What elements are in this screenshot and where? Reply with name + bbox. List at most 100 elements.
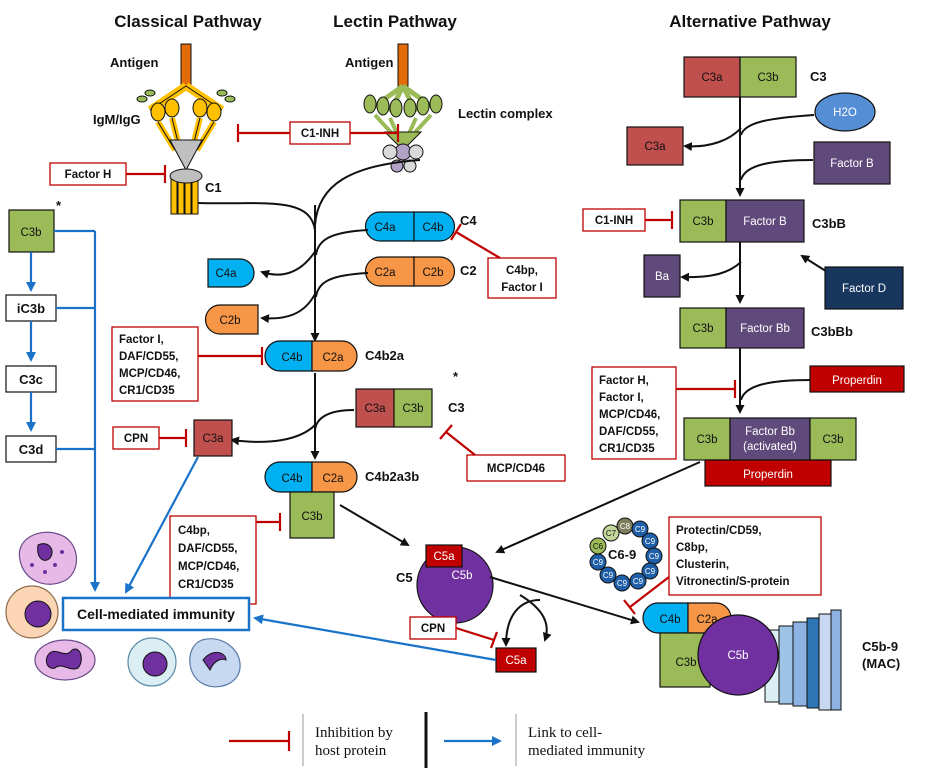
c3b-left-label: C3b: [20, 227, 41, 239]
c3-convertase-c3b-right-label: C3b: [822, 434, 843, 446]
c2-feed-curve: [315, 272, 369, 298]
c2b-released-label: C2b: [219, 315, 240, 327]
c4a-label: C4a: [374, 222, 396, 234]
c4b-label: C4b: [422, 222, 443, 234]
mcp-cd46-box: [466, 454, 566, 482]
mac-inhibitor-line4: Vitronectin/S-protein: [676, 576, 790, 588]
c4b2a-inhibitor-line4: CR1/CD35: [119, 385, 175, 397]
c5b-to-mac-arrow: [489, 576, 640, 625]
ic3b-label: iC3b: [17, 301, 45, 316]
cell-mediated-immunity-text: Cell-mediated immunity: [77, 606, 235, 622]
title-alternative-pathway: Alternative Pathway: [669, 12, 831, 31]
mac-inhibitor-line3: Clusterin,: [676, 559, 729, 571]
c3b-mid-label: C3b: [402, 403, 423, 415]
c3bb-label: C3bB: [812, 216, 846, 231]
c3-convertase-c3b-right: [809, 417, 857, 461]
c4b2a3b-c4b-label: C4b: [281, 473, 302, 485]
immune-cell-macrophage-icon: [189, 638, 241, 688]
antigen-label-lectin: Antigen: [345, 55, 393, 70]
c1-inh-box: [289, 121, 351, 145]
mac-c5b-label: C5b: [727, 650, 748, 662]
legend-link-text-1: Link to cell-: [528, 725, 602, 741]
c4b2a3b-to-c5-arrow: [339, 504, 410, 547]
c4b2a-inhibitor-line2: DAF/CD55,: [119, 351, 178, 363]
c9-label-4: C9: [645, 567, 656, 576]
h2o-label: H2O: [833, 107, 857, 119]
c3-convertase-factor-bb-label: Factor Bb: [745, 426, 795, 438]
c9-label-3: C9: [649, 552, 660, 561]
c3a-released-label: C3a: [202, 433, 224, 445]
c1-label: C1: [205, 180, 222, 195]
c2-label: C2: [460, 263, 477, 278]
title-classical-pathway: Classical Pathway: [114, 12, 262, 31]
c2-pill: [364, 256, 456, 287]
c3-convertase-c3b-left: [683, 417, 731, 461]
c3a-alt-released-box: [626, 126, 684, 166]
c4a-release-curve: [260, 249, 317, 279]
legend-link-text-2: mediated immunity: [528, 743, 646, 759]
cpn-inhibition-line-2: [455, 626, 495, 642]
antigen-label-classical: Antigen: [110, 55, 158, 70]
c3bb-c3b-box: [679, 199, 727, 243]
c1-inh-alt-text: C1-INH: [595, 215, 633, 227]
c3bbb-label: C3bBb: [811, 324, 853, 339]
ba-label: Ba: [655, 271, 670, 283]
c6-9-ring-icon: C7 C8 C9 C9 C9 C9 C9 C9 C9 C9 C6: [589, 517, 663, 592]
immune-cell-monocyte-icon: [5, 585, 59, 639]
c4b2a3b-c2a-label: C2a: [322, 473, 344, 485]
immune-cell-lymphocyte-icon: [127, 637, 177, 687]
c1-antibody-complex-icon: [136, 43, 236, 215]
link-c3a-to-cmi: [125, 456, 199, 594]
c3b-alt-label: C3b: [757, 72, 778, 84]
c3bbb-factor-bb-label: Factor Bb: [740, 323, 790, 335]
c3-convertase-factor-bb: [729, 417, 811, 461]
c3b-mid-box: [393, 388, 433, 428]
mac-c2a-label: C2a: [696, 614, 718, 626]
c5a-free-box: [495, 647, 537, 673]
c3a-alt-box: [683, 56, 741, 98]
c3a-released-box: [193, 419, 233, 457]
c3b-alt-box: [739, 56, 797, 98]
h2o-ellipse: [814, 92, 876, 132]
c4b2a-c4b-label: C4b: [281, 352, 302, 364]
lectin-complex-label: Lectin complex: [458, 106, 553, 121]
c3c-label: C3c: [19, 372, 43, 387]
c4bp-inhibition-line: [455, 231, 501, 259]
h2o-feed-curve: [740, 114, 815, 136]
c4b2a-c2a-label: C2a: [322, 352, 344, 364]
c6-9-label: C6-9: [608, 547, 636, 562]
properdin-input-box: [809, 365, 905, 393]
c3c-box: [5, 365, 57, 393]
c5a-bound-label: C5a: [433, 551, 455, 563]
immune-cell-eosinophil-icon: [18, 531, 78, 585]
lectin-complex-icon: [363, 43, 443, 173]
legend-inhibition-text-2: host protein: [315, 743, 387, 759]
c9-label-8: C9: [593, 558, 604, 567]
mac-inhibitor-line1: Protectin/CD59,: [676, 525, 762, 537]
c3bb-c3b-label: C3b: [692, 216, 713, 228]
mcp-inhibition-line: [445, 431, 476, 456]
mcp-bar: [439, 424, 453, 440]
c4b2a-inhibitor-box: [111, 326, 199, 402]
alt-inhibitor-line5: CR1/CD35: [599, 443, 655, 455]
alt-inhibitor-line4: DAF/CD55,: [599, 426, 658, 438]
c3a-alt-released-label: C3a: [644, 141, 666, 153]
c9-label-6: C9: [617, 579, 628, 588]
alt-inhibitor-line1: Factor H,: [599, 375, 649, 387]
c5b-9-label: C5b-9: [862, 639, 898, 654]
c3-mid-label: C3: [448, 400, 465, 415]
c9-label-5: C9: [633, 577, 644, 586]
c3-convertase-c3b-left-label: C3b: [696, 434, 717, 446]
c9-label-2: C9: [645, 537, 656, 546]
c3-feed-curve: [314, 409, 355, 431]
c4b2a3b-c3b-label: C3b: [301, 511, 322, 523]
c3bb-factor-b-box: [725, 199, 805, 243]
cpn-text-1: CPN: [124, 433, 148, 445]
c4b2a3b-complex: [264, 461, 358, 539]
c3bbb-c3b-box: [679, 307, 727, 349]
c3a-release-curve: [230, 424, 316, 446]
legend-inhibition-text-1: Inhibition by: [315, 725, 393, 741]
factor-d-box: [824, 266, 904, 310]
c3a-alt-release-curve: [683, 127, 742, 152]
